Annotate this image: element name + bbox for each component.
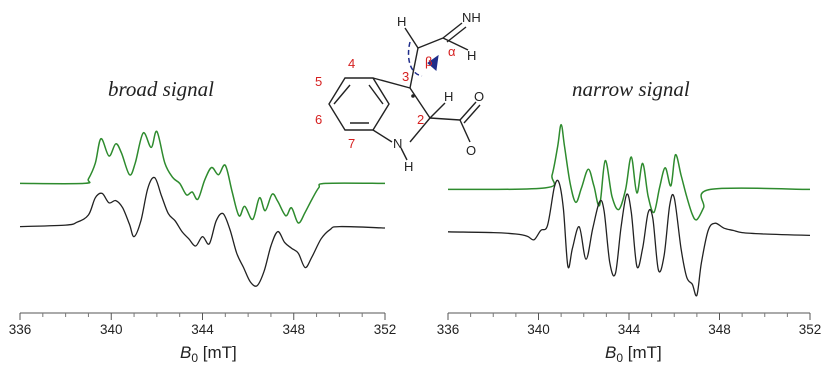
bond-c3a-c3: [372, 77, 411, 89]
experimental-spectrum-line: [447, 179, 811, 297]
atom-label: O: [474, 89, 484, 104]
x-ticks: 336 340 344 348 352: [437, 313, 821, 337]
experimental-spectrum-line: [19, 176, 386, 287]
atom-label: NH: [462, 10, 481, 25]
bond-c-o-double: [459, 101, 477, 121]
broad-signal-panel: broad signal 336 340 344 348 352 B0 [mT]: [9, 77, 397, 365]
bond-n-c7a: [372, 129, 393, 143]
bond-cbeta-h: [404, 27, 419, 49]
bond-n-h: [400, 147, 408, 161]
x-tick-label: 336: [9, 322, 32, 337]
arrowhead-icon: [427, 54, 439, 71]
atom-label: O: [466, 143, 476, 158]
simulated-spectrum-line: [19, 130, 386, 224]
position-number: 7: [348, 136, 355, 151]
position-number: 3: [402, 69, 409, 84]
bond-calpha-n: [442, 22, 463, 39]
bond-calpha-n: [446, 26, 467, 43]
simulated-spectrum-line: [447, 123, 811, 221]
position-number: 6: [315, 112, 322, 127]
aromatic-bond: [333, 84, 351, 105]
x-tick-label: 344: [191, 322, 214, 337]
chart-title: broad signal: [108, 77, 214, 101]
atom-label: H: [444, 89, 453, 104]
beta-label: β: [425, 54, 432, 69]
x-axis-title: B0 [mT]: [605, 343, 662, 365]
atom-label: N: [393, 136, 402, 151]
x-tick-label: 340: [527, 322, 550, 337]
bond-calpha-h: [442, 37, 469, 51]
position-number: 2: [417, 112, 424, 127]
radical-dot: [411, 94, 415, 98]
atom-label: H: [467, 48, 476, 63]
bond-c3-c2: [409, 87, 431, 119]
x-tick-label: 352: [374, 322, 397, 337]
aromatic-bond: [368, 84, 384, 105]
chart-title: narrow signal: [572, 77, 690, 101]
x-tick-label: 348: [282, 322, 305, 337]
alpha-label: α: [448, 44, 456, 59]
rotation-arrow: [407, 41, 423, 77]
position-number: 5: [315, 74, 322, 89]
atom-label: H: [397, 14, 406, 29]
bond-c3-cbeta: [409, 47, 419, 89]
x-tick-label: 348: [708, 322, 731, 337]
x-ticks: 336 340 344 348 352: [9, 313, 397, 337]
x-tick-label: 344: [618, 322, 641, 337]
bond-cbeta-calpha: [417, 37, 444, 49]
atom-label: H: [404, 159, 413, 174]
bond-c-o-double: [463, 104, 481, 124]
benzene-ring: [328, 77, 390, 131]
bond-c-o-single: [459, 119, 471, 143]
narrow-signal-panel: narrow signal 336 340 344 348 352 B0 [mT]: [437, 77, 821, 365]
molecule-structure: [328, 22, 481, 161]
x-tick-label: 352: [799, 322, 821, 337]
bond-c2-h: [429, 102, 446, 119]
position-number: 4: [348, 56, 355, 71]
molecule-labels: N H H O O H NH H 4 5 6 7 3 2 β α: [315, 10, 484, 174]
x-tick-label: 340: [100, 322, 123, 337]
bond-c2-cooh: [429, 117, 461, 121]
x-tick-label: 336: [437, 322, 460, 337]
bond-c2-n: [409, 117, 431, 143]
x-axis-title: B0 [mT]: [180, 343, 237, 365]
